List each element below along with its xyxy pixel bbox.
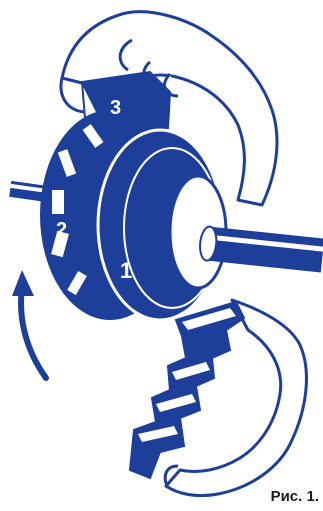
label-part-2: 2 (56, 219, 67, 241)
block-chain (130, 302, 244, 478)
label-part-1: 1 (120, 258, 132, 283)
label-part-3: 3 (110, 97, 121, 119)
figure-caption: Рис. 1. (271, 488, 319, 505)
curved-arrow-icon (12, 270, 46, 378)
